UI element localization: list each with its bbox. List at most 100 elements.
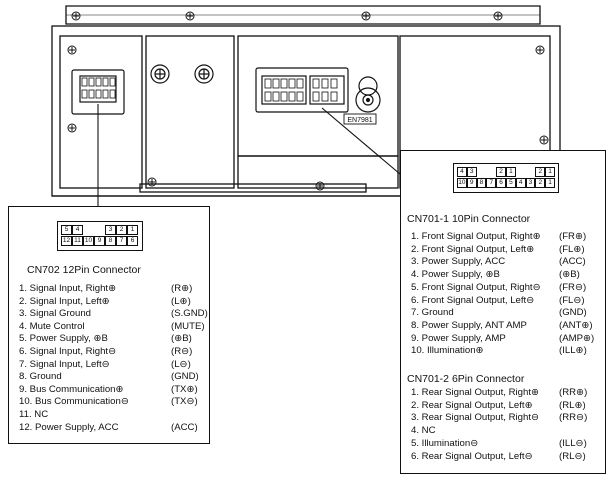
pin-row: 2. Signal Input, Left⊕ (L⊕) — [19, 296, 211, 308]
pin-description: 9. Power Supply, AMP — [411, 332, 506, 344]
pin-description: 1. Front Signal Output, Right⊕ — [411, 231, 541, 242]
pin-description: 3. Rear Signal Output, Right⊖ — [411, 412, 540, 424]
unit-label: EN7981 — [347, 117, 372, 124]
antenna-jack-icon — [355, 76, 381, 113]
pin-signal: (FR⊖) — [559, 281, 587, 293]
pin-description: 3. Power Supply, ACC — [411, 256, 506, 268]
pin-description: 1. Signal Input, Right⊕ — [19, 283, 117, 294]
pin-row: 3. Power Supply, ACC (ACC) — [411, 256, 599, 268]
pin-description: 12. Power Supply, ACC — [19, 421, 119, 433]
pin-row: 5. Illumination⊖ (ILL⊖) — [411, 438, 599, 450]
plug-pin-cell: 7 — [486, 178, 497, 188]
pin-row: 1. Front Signal Output, Right⊕(FR⊕) — [411, 231, 599, 243]
pin-row: 8. Power Supply, ANT AMP(ANT⊕) — [411, 320, 599, 332]
pin-row: 8. Ground (GND) — [19, 371, 211, 383]
plug-pin-cell: 4 — [72, 225, 83, 235]
pin-signal: (⊕B) — [559, 269, 580, 281]
pin-row: 7. Signal Input, Left⊖(L⊖) — [19, 359, 211, 371]
plug-pin-cell: 2 — [535, 178, 546, 188]
pin-row: 5. Front Signal Output, Right⊖ (FR⊖) — [411, 282, 599, 294]
pin-row: 6. Front Signal Output, Left⊖(FL⊖) — [411, 295, 599, 307]
pin-description: 1. Rear Signal Output, Right⊕ — [411, 387, 540, 398]
plug-pin-cell: 8 — [105, 236, 116, 246]
pin-description: 9. Bus Communication⊕ — [19, 383, 124, 395]
pin-row: 9. Power Supply, AMP(AMP⊕) — [411, 333, 599, 345]
pin-signal: (ACC) — [559, 256, 586, 268]
pin-signal: (L⊕) — [171, 295, 191, 307]
pin-row: 1. Rear Signal Output, Right⊕ (RR⊕) — [411, 387, 599, 399]
cn702-title: CN702 12Pin Connector — [27, 264, 141, 276]
pin-signal: (ILL⊖) — [559, 437, 587, 449]
plug-pin-cell: 2 — [496, 167, 506, 177]
plug-pin-cell: 6 — [496, 178, 506, 188]
pin-row: 4. NC — [411, 425, 599, 437]
pin-signal: (S.GND) — [171, 308, 208, 320]
plug-pin-cell: 4 — [457, 167, 467, 177]
pin-signal: (R⊕) — [171, 283, 193, 294]
pin-row: 9. Bus Communication⊕(TX⊕) — [19, 384, 211, 396]
pin-row: 6. Rear Signal Output, Left⊖(RL⊖) — [411, 451, 599, 463]
pin-description: 6. Front Signal Output, Left⊖ — [411, 294, 535, 306]
pin-signal: (GND) — [171, 371, 199, 383]
pin-description: 4. Power Supply, ⊕B — [411, 269, 500, 281]
pin-signal: (GND) — [559, 307, 587, 319]
pin-row: 12. Power Supply, ACC (ACC) — [19, 422, 211, 434]
pin-description: 10. Bus Communication⊖ — [19, 396, 129, 408]
plug-pin-cell: 8 — [476, 178, 487, 188]
pin-description: 6. Rear Signal Output, Left⊖ — [411, 450, 533, 462]
plug-pin-cell: 9 — [466, 178, 477, 188]
pin-row: 4. Mute Control (MUTE) — [19, 321, 211, 333]
plug-pin-cell: 10 — [83, 236, 94, 246]
pin-signal: (RR⊖) — [559, 412, 588, 424]
pin-signal: (RR⊕) — [559, 387, 588, 398]
cn701-2-title: CN701-2 6Pin Connector — [407, 373, 525, 385]
pin-row: 2. Rear Signal Output, Left⊕ (RL⊕) — [411, 400, 599, 412]
pin-signal: (ANT⊕) — [559, 319, 593, 331]
plug-pin-cell: 11 — [72, 236, 83, 246]
pin-row: 3. Rear Signal Output, Right⊖ (RR⊖) — [411, 412, 599, 424]
pin-row: 7. Ground (GND) — [411, 307, 599, 319]
pin-row: 4. Power Supply, ⊕B (⊕B) — [411, 269, 599, 281]
pin-row: 6. Signal Input, Right⊖(R⊖) — [19, 346, 211, 358]
plug-pin-cell: 1 — [506, 167, 516, 177]
pin-description: 5. Front Signal Output, Right⊖ — [411, 281, 541, 293]
plug-pin-cell: 10 — [457, 178, 467, 188]
plug-pin-cell: 1 — [545, 167, 555, 177]
pin-description: 2. Signal Input, Left⊕ — [19, 295, 110, 307]
plug-pin-cell: 1 — [127, 225, 138, 235]
pin-signal: (ACC) — [171, 421, 198, 433]
pin-description: 4. Mute Control — [19, 320, 85, 332]
pin-description: 5. Illumination⊖ — [411, 437, 479, 449]
plug-pin-cell: 6 — [127, 236, 138, 246]
plug-pin-cell: 9 — [94, 236, 105, 246]
screw-icons — [67, 11, 549, 191]
pin-signal: (ILL⊕) — [559, 345, 587, 357]
plug-pin-cell: 7 — [116, 236, 127, 246]
pin-description: 8. Ground — [19, 371, 62, 383]
pin-description: 6. Signal Input, Right⊖ — [19, 346, 117, 357]
pin-signal: (RL⊕) — [559, 399, 586, 411]
pin-description: 5. Power Supply, ⊕B — [19, 333, 108, 345]
cn701-1-title: CN701-1 10Pin Connector — [407, 213, 531, 225]
mount-screw-icons — [150, 64, 214, 84]
pin-description: 4. NC — [411, 425, 436, 437]
plug-pin-cell: 3 — [525, 178, 536, 188]
pin-description: 11. NC — [19, 409, 49, 420]
pin-signal: (TX⊖) — [171, 396, 198, 408]
pin-signal: (FL⊕) — [559, 243, 585, 255]
pin-row: 2. Front Signal Output, Left⊕ (FL⊕) — [411, 244, 599, 256]
pin-description: 2. Rear Signal Output, Left⊕ — [411, 399, 533, 411]
pin-signal: (MUTE) — [171, 320, 205, 332]
plug-pin-cell: 1 — [545, 178, 555, 188]
cn701-connector-body — [255, 67, 349, 113]
pin-description: 2. Front Signal Output, Left⊕ — [411, 243, 535, 255]
plug-pin-cell: 4 — [515, 178, 526, 188]
plug-pin-cell: 3 — [105, 225, 116, 235]
pin-row: 10. Bus Communication⊖ (TX⊖) — [19, 396, 211, 408]
plug-pin-cell: 5 — [61, 225, 72, 235]
pin-description: 7. Ground — [411, 307, 454, 319]
